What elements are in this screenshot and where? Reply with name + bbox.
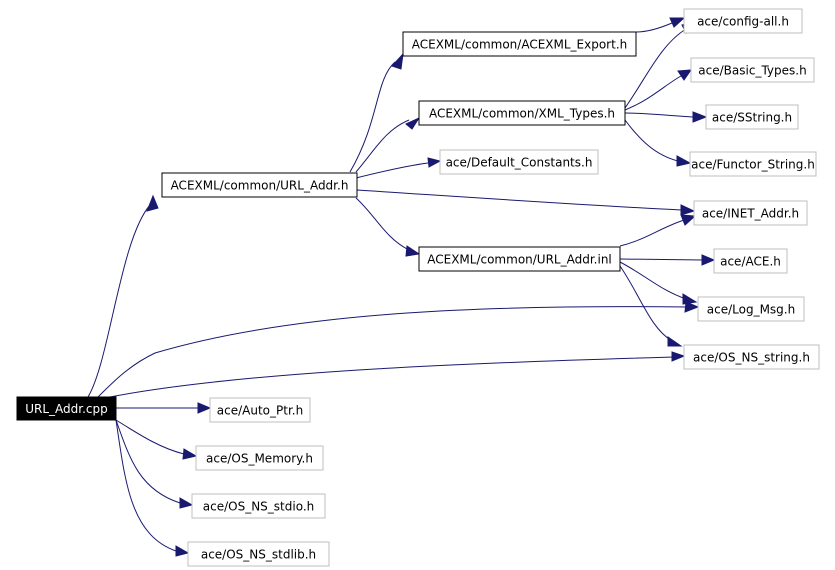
- edge-export-h-to-config-all-h: [635, 22, 673, 33]
- node-functor-string-h[interactable]: ace/Functor_String.h: [689, 151, 817, 177]
- node-inet-addr-h[interactable]: ace/INET_Addr.h: [693, 200, 808, 226]
- arrowhead: [405, 116, 421, 130]
- node-label: ace/SString.h: [712, 111, 792, 125]
- edge-xml-types-h-to-config-all-h: [624, 28, 687, 109]
- arrowhead: [405, 245, 421, 257]
- arrowhead: [701, 254, 716, 266]
- node-ace-h[interactable]: ace/ACE.h: [713, 248, 788, 274]
- arrowhead: [427, 157, 442, 168]
- edge-cpp-to-os-memory-h: [115, 419, 185, 455]
- arrowhead: [182, 448, 198, 460]
- arrowhead: [197, 402, 212, 414]
- node-label: ace/OS_Memory.h: [206, 452, 313, 466]
- node-label: ACEXML/common/URL_Addr.h: [171, 179, 349, 193]
- node-os-ns-stdio-h[interactable]: ace/OS_NS_stdio.h: [191, 493, 326, 519]
- node-auto-ptr-h[interactable]: ace/Auto_Ptr.h: [209, 397, 311, 423]
- edge-xml-types-h-to-sstring-h: [624, 112, 694, 118]
- arrowhead: [680, 204, 696, 216]
- arrowhead: [179, 497, 194, 509]
- arrowhead: [175, 545, 190, 557]
- node-label: ace/OS_NS_string.h: [693, 351, 810, 365]
- node-label: ACEXML/common/URL_Addr.inl: [427, 253, 612, 267]
- arrowhead: [391, 52, 404, 70]
- edge-cpp-to-log-msg-h: [97, 306, 689, 398]
- edge-url-addr-inl-to-os-ns-string-h: [619, 265, 673, 342]
- node-label: ace/Basic_Types.h: [698, 64, 806, 78]
- edge-xml-types-h-to-functor-string-h: [624, 119, 679, 162]
- node-label: ace/OS_NS_stdlib.h: [201, 548, 316, 562]
- node-basic-types-h[interactable]: ace/Basic_Types.h: [690, 57, 815, 83]
- node-acexml-export-h[interactable]: ACEXML/common/ACEXML_Export.h: [402, 31, 637, 57]
- arrowhead: [682, 293, 698, 305]
- node-label: ace/INET_Addr.h: [702, 207, 799, 221]
- node-os-ns-string-h[interactable]: ace/OS_NS_string.h: [683, 344, 820, 370]
- file-nodes: URL_Addr.cpp ACEXML/common/URL_Addr.h AC…: [16, 8, 820, 567]
- edge-url-addr-h-to-inet-addr-h: [356, 189, 682, 211]
- node-url-addr-cpp[interactable]: URL_Addr.cpp: [16, 396, 117, 421]
- arrowhead: [671, 351, 686, 362]
- node-os-ns-stdlib-h[interactable]: ace/OS_NS_stdlib.h: [187, 541, 330, 567]
- edge-url-addr-h-to-xml-types-h: [355, 119, 410, 173]
- node-label: URL_Addr.cpp: [25, 402, 108, 416]
- edge-cpp-to-url-addr-h: [87, 204, 151, 398]
- node-label: ace/Auto_Ptr.h: [217, 404, 303, 418]
- edge-url-addr-inl-to-inet-addr-h: [619, 219, 685, 247]
- node-label: ace/Log_Msg.h: [707, 303, 795, 317]
- arrowhead: [684, 301, 700, 313]
- node-sstring-h[interactable]: ace/SString.h: [705, 104, 799, 130]
- arrowhead: [692, 111, 708, 123]
- node-url-addr-inl[interactable]: ACEXML/common/URL_Addr.inl: [418, 246, 621, 272]
- arrowhead: [146, 194, 159, 212]
- edge-url-addr-inl-to-ace-h: [619, 258, 703, 261]
- arrowhead: [680, 214, 697, 226]
- edge-xml-types-h-to-basic-types-h: [624, 75, 682, 111]
- node-log-msg-h[interactable]: ace/Log_Msg.h: [697, 296, 805, 322]
- arrowhead: [667, 336, 683, 347]
- edge-cpp-to-os-ns-stdio-h: [115, 419, 181, 504]
- edge-url-addr-h-to-url-addr-inl: [355, 197, 410, 251]
- arrowhead: [669, 17, 686, 28]
- edge-url-addr-h-to-export-h: [349, 61, 396, 173]
- dependency-edges: [87, 22, 703, 552]
- edge-cpp-to-os-ns-string-h: [109, 356, 675, 398]
- edge-arrowheads: [146, 17, 716, 557]
- node-os-memory-h[interactable]: ace/OS_Memory.h: [195, 445, 324, 471]
- node-label: ace/config-all.h: [697, 15, 789, 29]
- node-label: ace/ACE.h: [720, 255, 781, 269]
- node-default-constants-h[interactable]: ace/Default_Constants.h: [439, 149, 599, 175]
- node-label: ace/Functor_String.h: [691, 158, 815, 172]
- edge-url-addr-inl-to-log-msg-h: [619, 261, 687, 300]
- node-xml-types-h[interactable]: ACEXML/common/XML_Types.h: [418, 100, 626, 126]
- edge-cpp-to-os-ns-stdlib-h: [115, 419, 177, 552]
- node-url-addr-h[interactable]: ACEXML/common/URL_Addr.h: [161, 172, 358, 198]
- node-label: ace/OS_NS_stdio.h: [203, 500, 315, 514]
- edge-url-addr-h-to-default-constants-h: [355, 162, 429, 179]
- node-label: ACEXML/common/ACEXML_Export.h: [412, 38, 628, 52]
- node-label: ace/Default_Constants.h: [446, 156, 593, 170]
- node-config-all-h[interactable]: ace/config-all.h: [683, 8, 803, 34]
- arrowhead: [676, 155, 692, 167]
- arrowhead: [677, 69, 693, 81]
- node-label: ACEXML/common/XML_Types.h: [429, 107, 615, 121]
